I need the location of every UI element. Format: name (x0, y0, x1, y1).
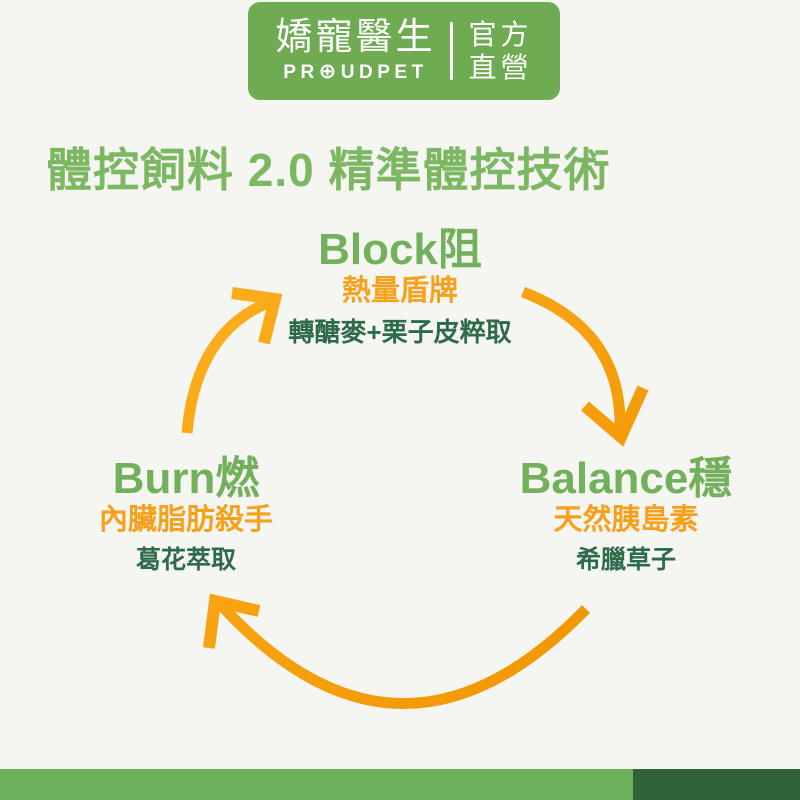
node-block: Block阻 熱量盾牌 轉醣麥+栗子皮粹取 (250, 225, 550, 347)
badge-divider (450, 22, 454, 80)
footer-bar-dark (633, 769, 800, 800)
official-store-line2: 直營 (468, 52, 533, 83)
official-store-label: 官方 直營 (468, 18, 532, 84)
node-balance: Balance穩 天然胰島素 希臘草子 (492, 457, 760, 573)
node-block-title: Block阻 (318, 225, 482, 274)
footer-bar-light (0, 769, 633, 800)
brand-name-en: PR⊕UDPET (283, 59, 427, 84)
brand-badge: 嬌寵醫生 PR⊕UDPET 官方 直營 (248, 2, 560, 100)
page-title: 體控飼料 2.0 精準體控技術 (46, 144, 611, 196)
node-burn-detail: 葛花萃取 (135, 546, 236, 574)
node-balance-detail: 希臘草子 (575, 546, 676, 574)
arrow-balance-to-burn (203, 593, 590, 709)
node-block-detail: 轉醣麥+栗子皮粹取 (288, 317, 512, 347)
brand-en-suffix: UDPET (340, 62, 428, 84)
node-balance-title: Balance穩 (519, 454, 733, 503)
official-store-line1: 官方 (468, 18, 533, 50)
circled-plus-icon: ⊕ (318, 60, 341, 84)
brand-name-zh: 嬌寵醫生 (275, 15, 436, 57)
node-burn-subtitle: 內臟脂肪殺手 (98, 504, 273, 536)
node-burn-title: Burn燃 (112, 454, 260, 503)
node-burn: Burn燃 內臟脂肪殺手 葛花萃取 (52, 457, 320, 573)
brand-name-group: 嬌寵醫生 PR⊕UDPET (275, 15, 436, 85)
node-balance-subtitle: 天然胰島素 (553, 504, 699, 536)
node-block-subtitle: 熱量盾牌 (341, 275, 458, 307)
brand-en-prefix: PR (283, 62, 319, 84)
